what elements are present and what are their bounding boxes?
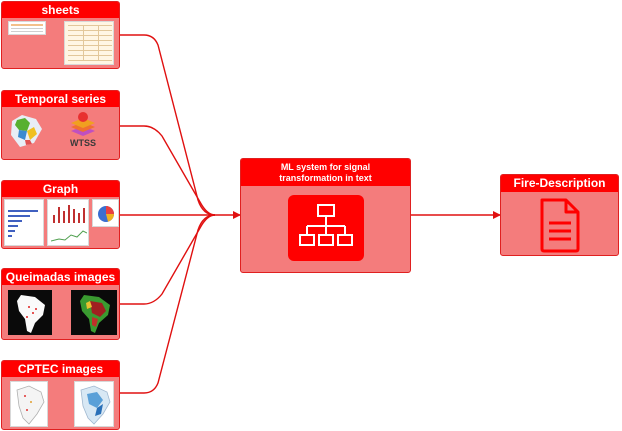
document-icon [540,198,580,253]
box-title: Graph [2,181,119,197]
box-title: Temporal series [2,91,119,107]
brazil-map-thumbnail [10,381,48,427]
wtss-logo-icon [71,112,95,136]
box-title: sheets [2,2,119,18]
box-title: Queimadas images [2,269,119,285]
fire-description-box: Fire-Description [500,174,619,256]
brazil-map-icon [11,115,42,147]
column-chart-thumbnail [47,199,89,246]
input-box-cptec-images: CPTEC images [1,360,120,430]
input-box-queimadas-images: Queimadas images [1,268,120,340]
spreadsheet-thumbnail [8,21,46,35]
wtss-logo-text: WTSS [70,138,96,148]
fire-map-thumbnail [71,290,117,335]
fire-map-thumbnail [8,290,52,335]
connector-temporal [120,125,216,216]
ml-system-box: ML system for signal transformation in t… [240,158,411,273]
input-box-graph: Graph [1,180,120,249]
fire-description-title: Fire-Description [501,175,618,192]
box-title: CPTEC images [2,361,119,377]
ml-system-title-line2: transformation in text [279,173,372,183]
ml-system-title: ML system for signal transformation in t… [241,159,410,186]
input-box-sheets: sheets [1,1,120,69]
connector-queimadas [120,214,216,305]
input-box-temporal-series: Temporal series WTSS [1,90,120,160]
ml-system-title-line1: ML system for signal [280,162,371,172]
bar-chart-thumbnail [4,199,44,246]
connector-cptec [120,214,216,394]
pie-chart-thumbnail [92,199,119,227]
sitemap-icon [288,195,364,261]
brazil-map-thumbnail [74,381,114,427]
spreadsheet-thumbnail [64,21,114,65]
connector-sheets [120,34,216,216]
